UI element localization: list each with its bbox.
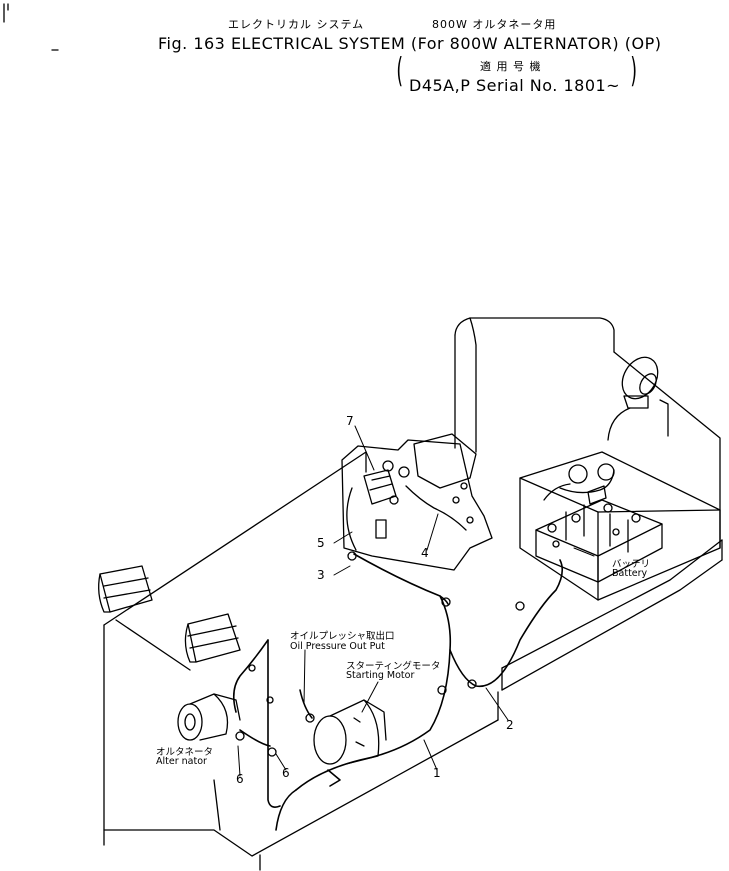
callout-4: 4 (421, 546, 429, 560)
alternator-label-japanese: オルタネータ (156, 747, 214, 758)
battery-box (519, 451, 721, 601)
starting-motor-label: Starting Motor (346, 670, 415, 681)
starting-motor (313, 699, 387, 765)
serial-close-paren: ) (630, 51, 637, 91)
battery-label-japanese: バッテリ (612, 559, 651, 570)
starting-motor-label-japanese: スターティングモータ (346, 661, 441, 672)
variant-japanese: 800W オルタネータ用 (432, 18, 557, 31)
leader-lines (237, 425, 595, 777)
title-japanese: エレクトリカル システム (228, 18, 365, 31)
callout-6-alternator: 6 (236, 772, 244, 786)
harness-clamps (235, 551, 525, 757)
left-work-lamps (98, 565, 241, 671)
alternator-label: Alter nator (156, 756, 207, 767)
applicable-label-japanese: 適 用 号 機 (480, 60, 542, 73)
alternator (177, 693, 241, 741)
callout-6-motor: 6 (282, 766, 290, 780)
callout-3: 3 (317, 568, 325, 582)
main-harness (232, 553, 564, 831)
callout-2: 2 (506, 718, 514, 732)
scan-mark (3, 3, 9, 23)
headlight (607, 356, 659, 441)
battery-label: Battery (612, 568, 648, 579)
oil-pressure-label: Oil Pressure Out Put (290, 641, 385, 652)
serial-open-paren: ( (396, 51, 403, 91)
instrument-panel (341, 433, 493, 571)
figure-title: Fig. 163 ELECTRICAL SYSTEM (For 800W ALT… (158, 34, 662, 53)
serial-number: D45A,P Serial No. 1801~ (409, 76, 621, 95)
callout-7: 7 (346, 414, 354, 428)
callout-1: 1 (433, 766, 441, 780)
callout-5: 5 (317, 536, 325, 550)
rear-chassis-outline (454, 317, 723, 691)
oil-pressure-label-japanese: オイルプレッシャ取出口 (290, 631, 395, 642)
